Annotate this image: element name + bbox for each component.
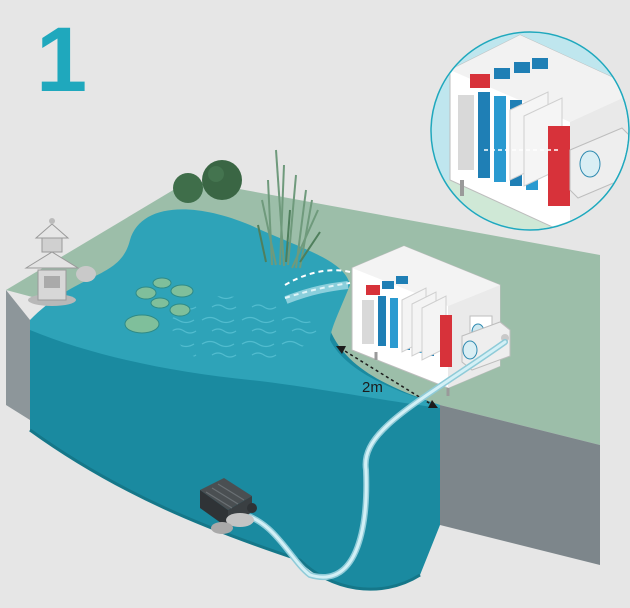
water-flow-arrow-icon (284, 269, 351, 286)
step-number: 1 (36, 9, 88, 111)
filter-box-icon (351, 245, 501, 396)
lily-pad-icon (124, 277, 194, 334)
soil-left-side (6, 290, 30, 420)
reed-plant-icon (261, 149, 319, 269)
filter-zoom-callout (430, 31, 630, 231)
stone-lantern-icon (24, 218, 96, 306)
uv-clarifier-icon (461, 321, 511, 371)
pond-pump-icon (200, 478, 257, 534)
soil-right-side (440, 405, 600, 565)
distance-label: 2m (362, 379, 383, 396)
bush-icon (173, 160, 242, 203)
distance-dimension: 2m (336, 346, 438, 408)
